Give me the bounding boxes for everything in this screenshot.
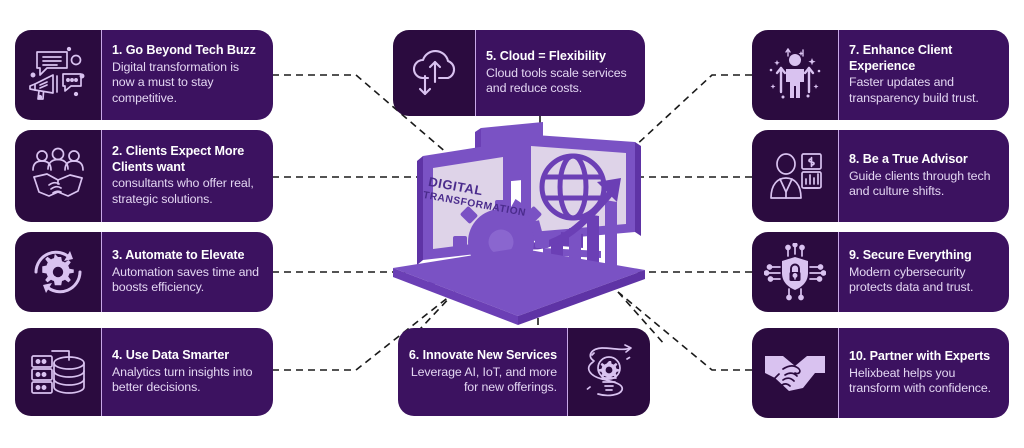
card-5-text: 5. Cloud = Flexibility Cloud tools scale…: [475, 30, 645, 116]
card-7-body: Faster updates and transparency build tr…: [849, 75, 979, 105]
card-5[interactable]: 5. Cloud = Flexibility Cloud tools scale…: [393, 30, 645, 116]
lightbulb-gear-arrow-icon: [568, 328, 650, 416]
card-10-text: 10. Partner with Experts Helixbeat helps…: [838, 328, 1009, 418]
card-1-title: 1. Go Beyond Tech Buzz: [112, 43, 256, 58]
card-8-body: Guide clients through tech and culture s…: [849, 168, 991, 199]
card-10[interactable]: 10. Partner with Experts Helixbeat helps…: [752, 328, 1009, 418]
card-7-title: 7. Enhance Client Experience: [849, 43, 953, 73]
card-5-title: 5. Cloud = Flexibility: [486, 49, 606, 64]
card-1[interactable]: 1. Go Beyond Tech Buzz Digital transform…: [15, 30, 273, 120]
card-2[interactable]: 2. Clients Expect More Clients want cons…: [15, 130, 273, 222]
card-3-title: 3. Automate to Elevate: [112, 248, 245, 263]
person-growth-icon: [752, 30, 838, 120]
card-3[interactable]: 3. Automate to Elevate Automation saves …: [15, 232, 273, 312]
card-2-body: consultants who offer real, strategic so…: [112, 176, 254, 206]
card-10-body: Helixbeat helps you transform with confi…: [849, 365, 992, 396]
card-8-text: 8. Be a True Advisor Guide clients throu…: [838, 130, 1009, 222]
card-4-body: Analytics turn insights into better deci…: [112, 364, 253, 395]
card-8-title: 8. Be a True Advisor: [849, 152, 968, 167]
card-4-title: 4. Use Data Smarter: [112, 348, 230, 363]
advisor-charts-icon: [752, 130, 838, 222]
card-5-body: Cloud tools scale services and reduce co…: [486, 65, 627, 96]
card-7[interactable]: 7. Enhance Client Experience Faster upda…: [752, 30, 1009, 120]
card-6-body: Leverage AI, IoT, and more for new offer…: [410, 364, 557, 395]
card-9-title: 9. Secure Everything: [849, 248, 972, 263]
illustration-svg: [393, 122, 645, 325]
gear-refresh-icon: [15, 232, 101, 312]
megaphone-chat-icon: [15, 30, 101, 120]
card-3-text: 3. Automate to Elevate Automation saves …: [101, 232, 273, 312]
card-4-text: 4. Use Data Smarter Analytics turn insig…: [101, 328, 273, 416]
card-6-title: 6. Innovate New Services: [408, 348, 557, 363]
handshake-icon: [752, 328, 838, 418]
card-6-text: 6. Innovate New Services Leverage AI, Io…: [398, 328, 568, 416]
card-1-body: Digital transformation is now a must to …: [112, 59, 239, 106]
card-8[interactable]: 8. Be a True Advisor Guide clients throu…: [752, 130, 1009, 222]
database-server-icon: [15, 328, 101, 416]
card-10-title: 10. Partner with Experts: [849, 349, 991, 364]
card-2-title: 2. Clients Expect More Clients want: [112, 144, 245, 174]
digital-transformation-illustration: DIGITAL TRANSFORMATION: [383, 120, 653, 325]
card-9-text: 9. Secure Everything Modern cybersecurit…: [838, 232, 1009, 312]
card-9-body: Modern cybersecurity protects data and t…: [849, 264, 974, 295]
card-4[interactable]: 4. Use Data Smarter Analytics turn insig…: [15, 328, 273, 416]
card-2-text: 2. Clients Expect More Clients want cons…: [101, 130, 273, 222]
card-9[interactable]: 9. Secure Everything Modern cybersecurit…: [752, 232, 1009, 312]
card-7-text: 7. Enhance Client Experience Faster upda…: [838, 30, 1009, 120]
platform-base: [393, 248, 645, 316]
globe-icon: [539, 153, 607, 221]
cloud-arrows-icon: [393, 30, 475, 116]
card-6[interactable]: 6. Innovate New Services Leverage AI, Io…: [398, 328, 650, 416]
card-3-body: Automation saves time and boosts efficie…: [112, 264, 259, 295]
shield-lock-network-icon: [752, 232, 838, 312]
people-handshake-icon: [15, 130, 101, 222]
card-1-text: 1. Go Beyond Tech Buzz Digital transform…: [101, 30, 273, 120]
